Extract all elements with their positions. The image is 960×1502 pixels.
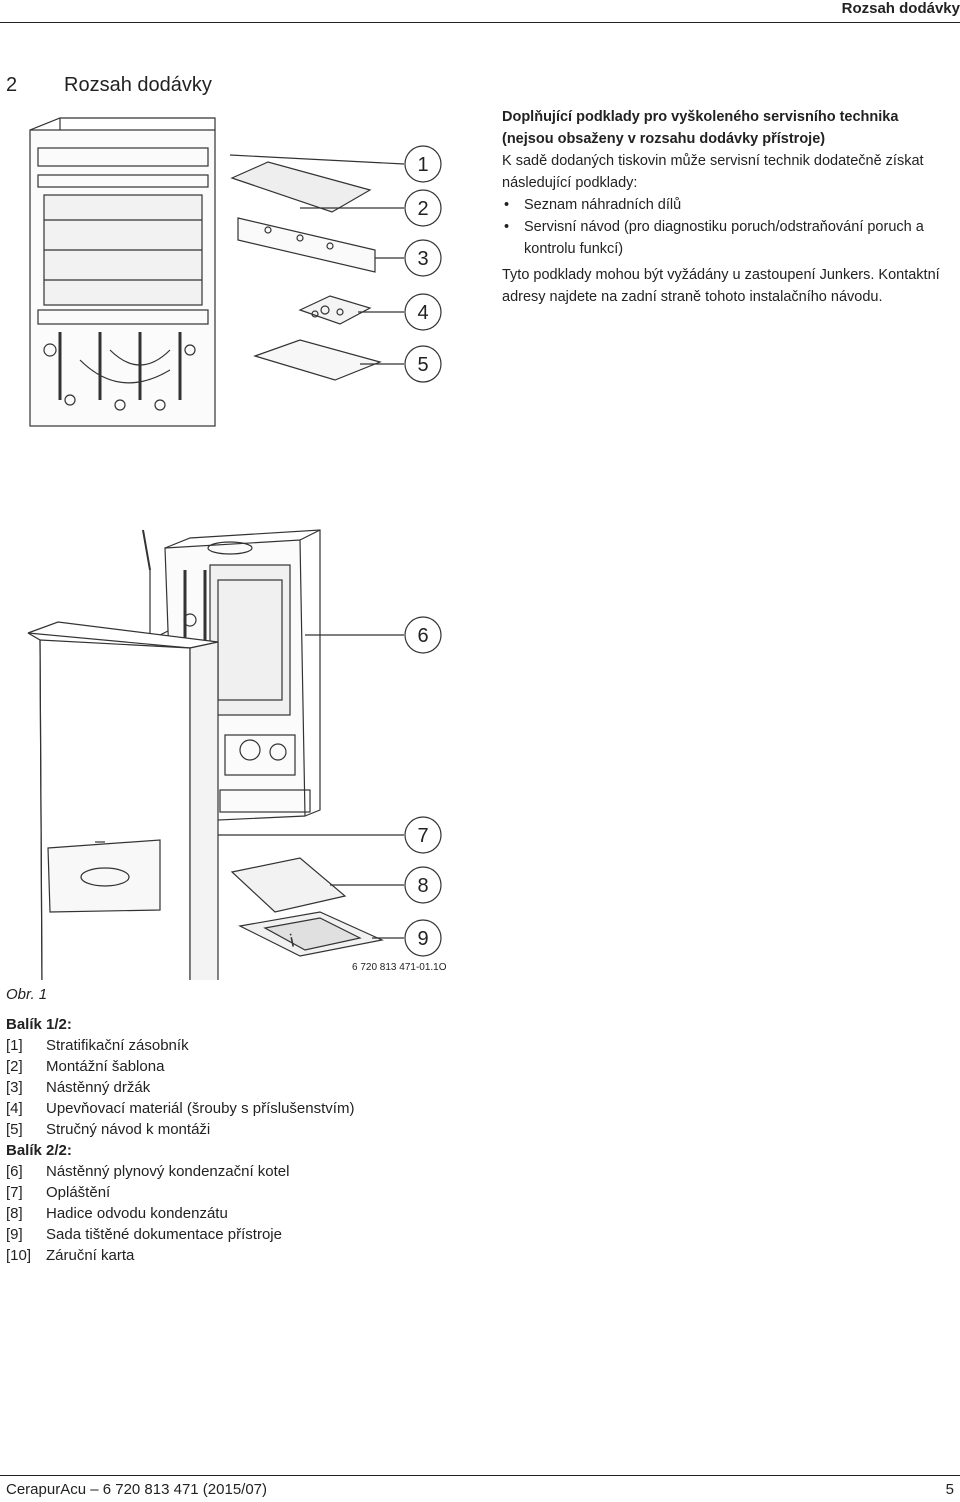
list-item: [10]Záruční karta (6, 1247, 135, 1264)
short-manual-drawing (253, 339, 382, 381)
callout-4: 4 (417, 302, 428, 324)
figure-caption: Obr. 1 (6, 986, 48, 1003)
service-documents-intro: K sadě dodaných tiskovin může servisní t… (502, 153, 924, 191)
callout-9: 9 (417, 928, 428, 950)
service-documents-heading: Doplňující podklady pro vyškoleného serv… (502, 109, 899, 147)
condensate-hose-drawing (230, 857, 347, 913)
stratification-tank-drawing (29, 117, 216, 427)
figure-code: 6 720 813 471-01.1O (352, 962, 447, 973)
callout-7: 7 (417, 825, 428, 847)
list-item: [2]Montážní šablona (6, 1058, 165, 1075)
list-item: [1]Stratifikační zásobník (6, 1037, 189, 1054)
list-item: [9]Sada tištěné dokumentace přístroje (6, 1226, 282, 1243)
header-rule (0, 22, 960, 23)
callout-5: 5 (417, 354, 428, 376)
list-item: [4]Upevňovací materiál (šrouby s přísluš… (6, 1100, 355, 1117)
package-1-heading: Balík 1/2: (6, 1016, 72, 1033)
list-item: [8]Hadice odvodu kondenzátu (6, 1205, 228, 1222)
service-documents-list: Seznam náhradních dílů Servisní návod (p… (502, 194, 952, 260)
documentation-set-drawing: i (238, 911, 384, 957)
callout-1: 1 (417, 154, 428, 176)
condensing-boiler-drawing (142, 529, 321, 823)
section-title: Rozsah dodávky (64, 74, 212, 96)
section-number: 2 (6, 74, 18, 96)
svg-text:i: i (288, 930, 296, 950)
footer-document-id: CerapurAcu – 6 720 813 471 (2015/07) (6, 1481, 268, 1498)
list-item: Servisní návod (pro diagnostiku poruch/o… (502, 216, 952, 260)
figure-legend: Balík 1/2: [1]Stratifikační zásobník [2]… (6, 1014, 606, 1266)
callout-6: 6 (417, 625, 428, 647)
callout-8: 8 (417, 875, 428, 897)
service-documents-text: Doplňující podklady pro vyškoleného serv… (502, 106, 952, 308)
page-number: 5 (945, 1481, 954, 1498)
list-item: Seznam náhradních dílů (502, 194, 952, 216)
list-item: [7]Opláštění (6, 1184, 111, 1201)
list-item: [5]Stručný návod k montáži (6, 1121, 211, 1138)
running-header: Rozsah dodávky (841, 0, 960, 17)
delivery-scope-illustration: i 1 2 3 4 5 6 7 8 9 6 720 813 471-01.1O (27, 117, 447, 980)
service-documents-note: Tyto podklady mohou být vyžádány u zasto… (502, 267, 940, 305)
list-item: [6]Nástěnný plynový kondenzační kotel (6, 1163, 290, 1180)
casing-drawing (27, 621, 219, 980)
wall-bracket-drawing (237, 217, 376, 273)
mounting-template-drawing (230, 161, 372, 213)
footer-rule (0, 1475, 960, 1476)
callout-2: 2 (417, 198, 428, 220)
fixing-material-drawing (298, 295, 372, 325)
callout-3: 3 (417, 248, 428, 270)
package-2-heading: Balík 2/2: (6, 1142, 72, 1159)
list-item: [3]Nástěnný držák (6, 1079, 151, 1096)
